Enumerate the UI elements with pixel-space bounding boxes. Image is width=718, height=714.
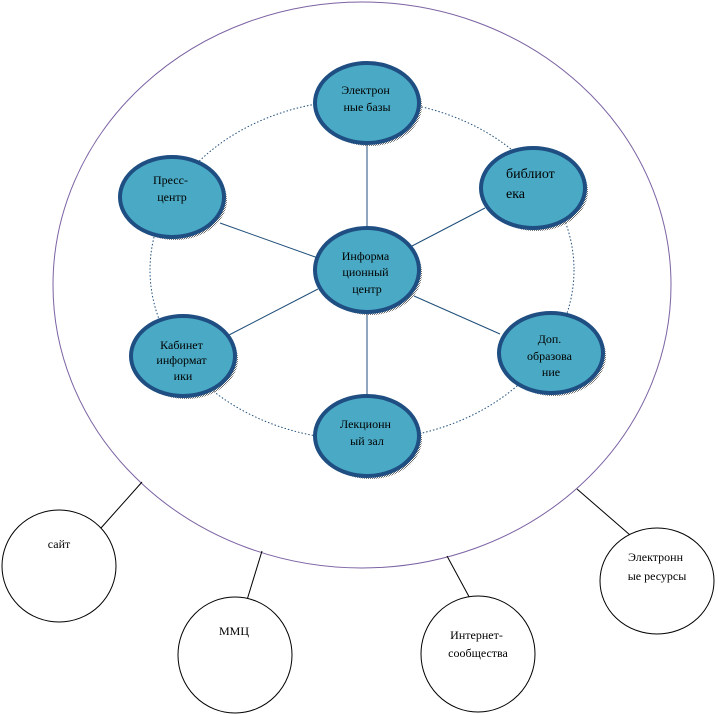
node-shape (129, 314, 237, 398)
satellite-shape (1, 509, 117, 623)
node-additional-education: Доп. образова ние (497, 311, 606, 396)
node-label-line: ные базы (343, 100, 390, 114)
satellite-label-line: Электронн (628, 550, 684, 564)
node-shape (118, 155, 226, 239)
satellite-electronic-resources: Электронн ые ресурсы (599, 527, 715, 635)
satellite-label-line: сообщества (448, 646, 508, 660)
node-label-line: центр (157, 190, 187, 204)
connector-electronic-resources (576, 488, 631, 536)
satellite-shape (177, 596, 293, 714)
satellite-label-line: ММЦ (219, 624, 249, 638)
satellite-label-line: Интернет- (450, 628, 503, 642)
node-label: библиот ека (506, 167, 558, 202)
node-label-line: ики (174, 369, 193, 383)
node-library: библиот ека (479, 146, 588, 231)
spoke-additional-education (413, 295, 501, 335)
node-label-line: Доп. (538, 332, 562, 346)
node-label-line: ека (506, 187, 526, 202)
node-information-center: Информа ционный центр (313, 226, 422, 315)
node-shape (313, 394, 421, 478)
connector-site (100, 481, 143, 529)
node-label-line: Лекционн (340, 417, 391, 431)
node-label-line: библиот (506, 167, 555, 182)
node-label: Доп. образова ние (527, 332, 575, 379)
node-label-line: Электрон (341, 83, 390, 97)
node-label-line: ый зал (350, 434, 384, 448)
satellite-shape (420, 595, 536, 713)
satellite-label: сайт (48, 537, 71, 551)
connector-mmc (246, 550, 263, 601)
node-label-line: образова (527, 349, 573, 363)
satellite-label: Электронн ые ресурсы (628, 550, 687, 583)
node-lecture-hall: Лекционн ый зал (313, 394, 422, 479)
node-shape (497, 311, 605, 395)
spoke-press-center (219, 222, 319, 259)
node-label-line: центр (352, 282, 382, 296)
node-label-line: ние (542, 365, 560, 379)
satellite-label-line: сайт (48, 537, 71, 551)
satellite-connectors (100, 481, 631, 605)
node-label-line: информат (156, 353, 207, 367)
node-label: Электрон ные базы (341, 83, 393, 114)
node-shape (479, 146, 587, 230)
connector-internet-communities (446, 555, 474, 605)
node-label-line: Кабинет (160, 338, 203, 352)
node-label: Информа ционный центр (342, 249, 393, 296)
node-informatics-room: Кабинет информат ики (129, 314, 238, 399)
outer-ring (52, 1, 672, 569)
dotted-ring (149, 99, 575, 441)
node-label-line: Пресс- (153, 173, 188, 187)
node-label: Пресс- центр (153, 173, 191, 204)
satellite-label: Интернет- сообщества (448, 628, 508, 660)
node-label-line: ционный (342, 265, 389, 279)
node-press-center: Пресс- центр (118, 155, 227, 240)
node-shape (313, 61, 421, 145)
node-label: Лекционн ый зал (340, 417, 394, 448)
spokes (219, 145, 501, 396)
node-label-line: Информа (342, 249, 390, 263)
satellite-internet-communities: Интернет- сообщества (420, 595, 536, 713)
node-label: Кабинет информат ики (156, 338, 209, 383)
satellite-shape (599, 527, 715, 635)
node-shape (313, 226, 421, 314)
satellite-label: ММЦ (219, 624, 249, 638)
spoke-library (411, 207, 486, 247)
node-electronic-databases: Электрон ные базы (313, 61, 422, 146)
satellite-site: сайт (1, 509, 117, 623)
satellite-mmc: ММЦ (177, 596, 293, 714)
satellite-label-line: ые ресурсы (628, 569, 687, 583)
spoke-informatics-room (228, 288, 319, 336)
